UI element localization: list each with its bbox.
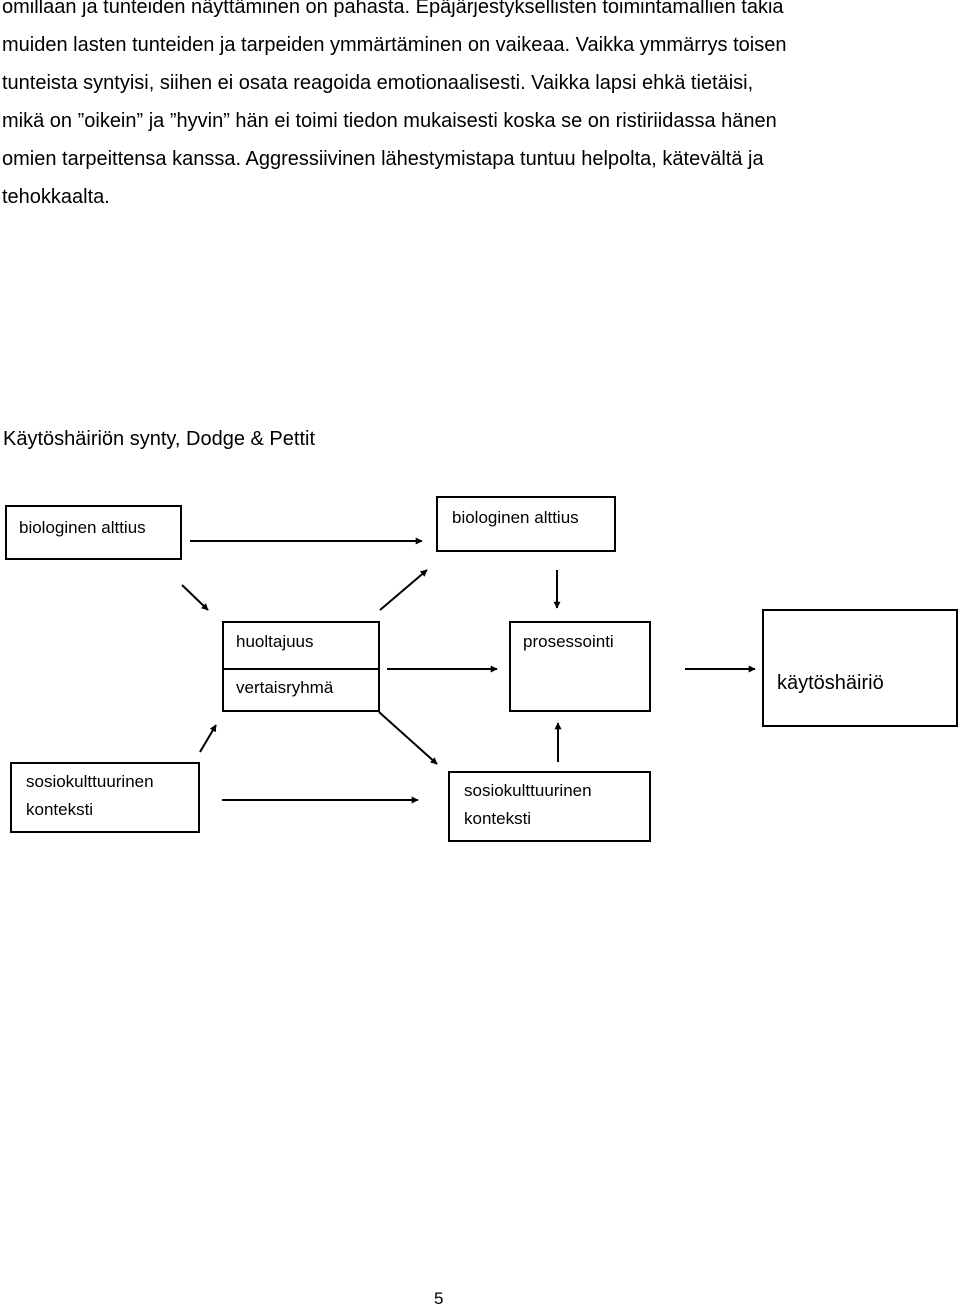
arrow-huoltajuus-to-socio2 (378, 711, 438, 765)
box-label: biologinen alttius (452, 508, 579, 527)
box-label: sosiokulttuurinen konteksti (464, 781, 592, 828)
arrow-huoltajuus-to-bio2 (379, 569, 428, 611)
paragraph-line: omillaan ja tunteiden näyttäminen on pah… (2, 0, 784, 18)
paragraph-line: tunteista syntyisi, siihen ei osata reag… (2, 72, 754, 94)
paragraph-line: muiden lasten tunteiden ja tarpeiden ymm… (2, 34, 787, 56)
box-kaytoshairio: käytöshäiriö (762, 609, 958, 727)
box-label-vertaisryhma: vertaisryhmä (236, 678, 334, 697)
box-sosiokulttuurinen-konteksti-1: sosiokulttuurinen konteksti (10, 762, 200, 833)
box-prosessointi: prosessointi (509, 621, 651, 712)
box-biologinen-alttius-1: biologinen alttius (5, 505, 182, 560)
box-label: biologinen alttius (19, 518, 146, 537)
box-sosiokulttuurinen-konteksti-2: sosiokulttuurinen konteksti (448, 771, 651, 842)
box-divider (224, 668, 378, 670)
page-number: 5 (434, 1289, 444, 1308)
box-label: prosessointi (523, 632, 614, 651)
box-label: sosiokulttuurinen konteksti (26, 772, 154, 819)
paragraph-line: tehokkaalta. (2, 186, 110, 208)
paragraph-line: mikä on ”oikein” ja ”hyvin” hän ei toimi… (2, 110, 777, 132)
diagram-title: Käytöshäiriön synty, Dodge & Pettit (3, 428, 316, 450)
box-label: käytöshäiriö (777, 672, 884, 694)
paragraph-line: omien tarpeittensa kanssa. Aggressiivine… (2, 148, 764, 170)
box-biologinen-alttius-2: biologinen alttius (436, 496, 616, 552)
arrow-socio1-to-huoltajuus (199, 724, 217, 753)
box-huoltajuus-vertaisryhma: huoltajuus vertaisryhmä (222, 621, 380, 712)
arrow-bio1-to-huoltajuus (181, 584, 209, 611)
body-paragraph: omillaan ja tunteiden näyttäminen on pah… (2, 0, 952, 216)
box-label-huoltajuus: huoltajuus (236, 632, 314, 651)
